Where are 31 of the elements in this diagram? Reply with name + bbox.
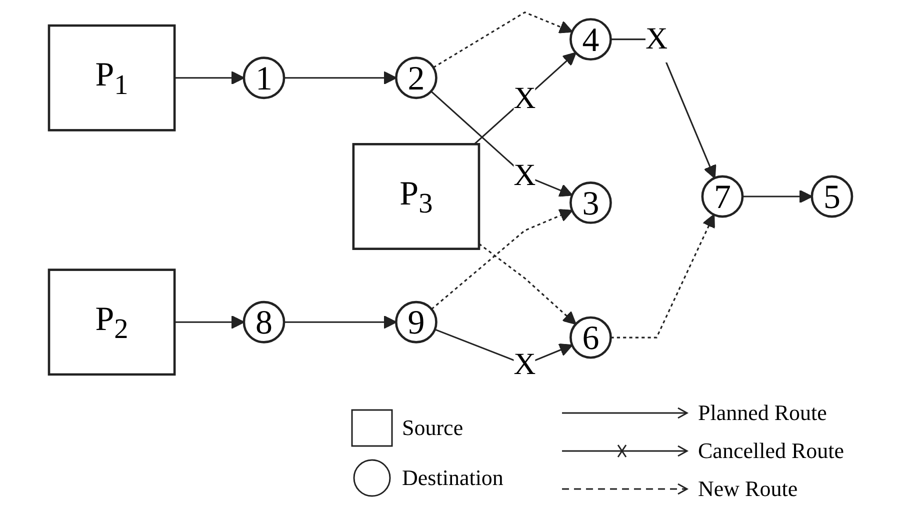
edge-label: X [514, 348, 536, 382]
node-circle: 2 [395, 56, 438, 100]
node-circle: 3 [570, 182, 612, 224]
node-circle: 9 [395, 300, 438, 344]
arrow [432, 11, 573, 68]
legend-label: New Route [698, 476, 798, 502]
arrow [431, 209, 573, 310]
node-circle: 7 [701, 175, 744, 218]
legend-label: Cancelled Route [698, 438, 844, 464]
legend-label: Planned Route [698, 400, 827, 426]
edge-label: X [645, 22, 668, 56]
node-circle: 6 [570, 316, 612, 359]
edge-label: X [514, 158, 536, 193]
node-circle: 1 [242, 56, 286, 100]
node-box: P$_{3}$ [352, 143, 480, 250]
node-box: P$_{1}$ [48, 24, 176, 132]
edge-label: X [514, 82, 536, 116]
arrow [174, 71, 245, 85]
node-circle: 4 [570, 18, 612, 61]
node-circle: 5 [810, 175, 854, 218]
arrow [742, 190, 813, 204]
arrow [284, 71, 397, 85]
node-box: P$_{2}$ [48, 268, 176, 376]
arrow [284, 315, 397, 329]
arrow [478, 243, 576, 325]
legend-label: Source [402, 415, 464, 441]
arrow [474, 52, 576, 145]
legend-label: Destination [402, 465, 504, 491]
node-circle: 8 [242, 300, 286, 344]
arrow [610, 214, 715, 338]
arrow [174, 315, 245, 329]
